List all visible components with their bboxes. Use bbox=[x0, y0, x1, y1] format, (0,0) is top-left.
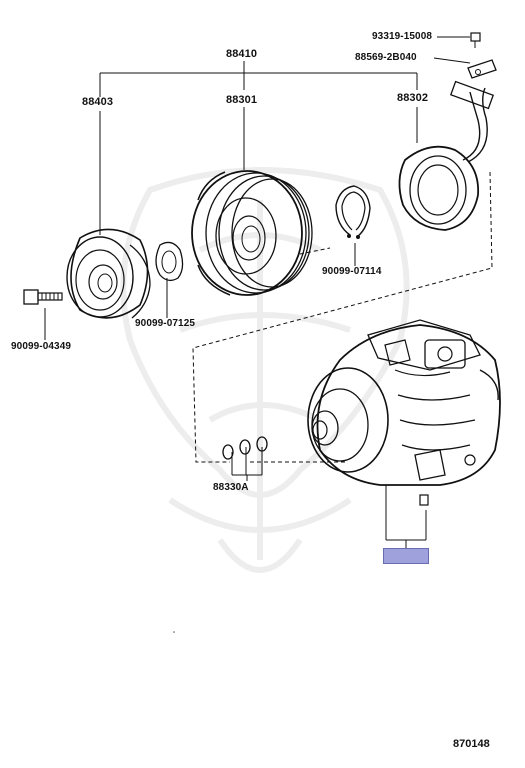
watermark-emblem bbox=[120, 167, 410, 573]
label-bolt[interactable]: 90099-04349 bbox=[11, 341, 72, 352]
compressor-icon bbox=[307, 319, 501, 506]
bolt-icon bbox=[23, 289, 63, 305]
leader-lines bbox=[44, 36, 471, 548]
label-assembly[interactable]: 88410 bbox=[226, 48, 258, 60]
label-stator[interactable]: 88302 bbox=[397, 92, 429, 104]
compressor-part-highlight[interactable] bbox=[383, 548, 429, 564]
label-clamp[interactable]: 88569-2B040 bbox=[355, 52, 417, 63]
clamp-icon bbox=[467, 59, 497, 79]
stator-icon bbox=[398, 80, 495, 231]
snap-ring-icon bbox=[335, 185, 371, 239]
assembly-bracket bbox=[99, 61, 418, 97]
label-screw[interactable]: 93319-15008 bbox=[372, 31, 433, 42]
pulley-icon bbox=[191, 170, 313, 296]
clutch-hub-icon bbox=[66, 228, 151, 319]
shims-icon bbox=[222, 436, 268, 460]
label-shims[interactable]: 88330A bbox=[213, 482, 249, 493]
label-shim-ring[interactable]: 90099-07125 bbox=[135, 318, 196, 329]
diagram-number: 870148 bbox=[453, 738, 490, 750]
label-clutch-hub[interactable]: 88403 bbox=[82, 96, 114, 108]
shim-ring-icon bbox=[155, 241, 184, 282]
screw-icon bbox=[470, 32, 481, 48]
label-pulley[interactable]: 88301 bbox=[226, 94, 258, 106]
label-snap-ring[interactable]: 90099-07114 bbox=[322, 266, 382, 277]
